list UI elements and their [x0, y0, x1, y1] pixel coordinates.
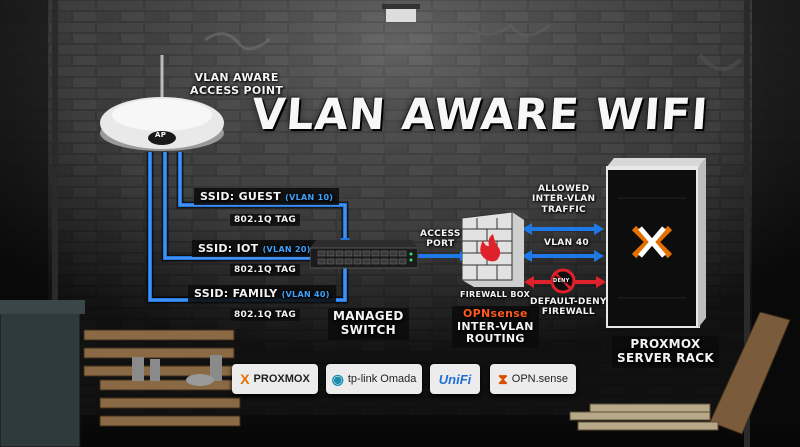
- managed-switch-label: MANAGED SWITCH: [328, 308, 409, 340]
- wood-planks: [569, 312, 791, 435]
- tplink-logo-icon: ◉: [331, 370, 344, 387]
- allowed-traffic-line2: INTER-VLAN: [532, 194, 596, 205]
- firewall-routing-label: OPNsense INTER-VLAN ROUTING: [452, 306, 539, 348]
- alley-props: [0, 300, 241, 447]
- logo-tplink-omada: ◉ tp-link Omada: [326, 364, 422, 394]
- managed-switch-label-line1: MANAGED: [333, 309, 404, 323]
- managed-switch-icon: [310, 240, 418, 269]
- managed-switch-label-line2: SWITCH: [340, 322, 396, 337]
- access-point-icon: [100, 55, 224, 151]
- ssid-guest-tag: 802.1Q TAG: [230, 214, 301, 226]
- proxmox-logo-icon: X: [240, 371, 250, 387]
- access-point-label-line1: VLAN AWARE: [194, 71, 279, 84]
- server-rack-label-line1: PROXMOX: [630, 337, 701, 351]
- logo-opnsense: ⧗ OPN.sense: [490, 364, 576, 394]
- access-point-label: VLAN AWARE ACCESS POINT: [190, 71, 284, 97]
- deny-icon: [550, 268, 576, 294]
- server-rack-icon: [606, 158, 706, 328]
- server-rack-label: PROXMOX SERVER RACK: [612, 336, 719, 368]
- ssid-family-tag: 802.1Q TAG: [230, 309, 301, 321]
- ssid-iot-tag: 802.1Q TAG: [230, 264, 301, 276]
- unifi-logo-text: UniFi: [438, 371, 472, 387]
- allowed-traffic-line1: ALLOWED: [537, 184, 590, 194]
- deny-icon-label: DENY: [553, 278, 570, 284]
- access-port-label: ACCESS PORT: [420, 229, 461, 250]
- firewall-routing-line2: INTER-VLAN: [457, 319, 534, 333]
- vlan-trunk-lines: [148, 152, 462, 302]
- ssid-guest-vlan: (VLAN 10): [285, 193, 334, 202]
- allowed-traffic-label: ALLOWED INTER-VLAN TRAFFIC: [532, 184, 595, 215]
- default-deny-line2: FIREWALL: [541, 307, 595, 318]
- proxmox-x-icon: [631, 225, 673, 259]
- proxmox-logo-text: PROXMOX: [253, 373, 310, 385]
- access-point-badge: AP: [155, 131, 167, 139]
- default-deny-label: DEFAULT-DENY FIREWALL: [530, 297, 607, 318]
- fire-icon: [480, 234, 501, 262]
- page-title: VLAN AWARE WIFI: [250, 90, 711, 140]
- ssid-guest-name: SSID: GUEST: [200, 190, 282, 203]
- vlan40-label: VLAN 40: [544, 238, 589, 248]
- firewall-box-label: FIREWALL BOX: [460, 290, 531, 299]
- access-port-line1: ACCESS: [420, 229, 461, 239]
- default-deny-line1: DEFAULT-DENY: [530, 297, 607, 307]
- logo-proxmox: X PROXMOX: [232, 364, 318, 394]
- tplink-logo-text: tp-link Omada: [347, 373, 417, 385]
- opnsense-logo-icon: ⧗: [497, 370, 508, 387]
- firewall-routing-line3: ROUTING: [466, 332, 525, 346]
- ssid-family-label: SSID: FAMILY (VLAN 40): [188, 285, 336, 302]
- ssid-iot-name: SSID: IOT: [198, 242, 259, 255]
- allowed-traffic-arrow: [528, 227, 598, 258]
- firewall-icon: [462, 212, 524, 287]
- opnsense-logo-text: OPN.sense: [511, 373, 569, 385]
- opnsense-brand: OPNsense: [462, 307, 528, 320]
- logo-unifi: UniFi: [430, 364, 480, 394]
- ssid-iot-label: SSID: IOT (VLAN 20): [192, 240, 317, 257]
- allowed-traffic-line3: TRAFFIC: [541, 204, 586, 215]
- wall-lamp: [386, 8, 416, 22]
- ssid-family-vlan: (VLAN 40): [281, 290, 330, 299]
- server-rack-label-line2: SERVER RACK: [617, 350, 714, 365]
- access-point-label-line2: ACCESS POINT: [190, 83, 284, 97]
- ssid-guest-label: SSID: GUEST (VLAN 10): [194, 188, 340, 205]
- ssid-iot-vlan: (VLAN 20): [262, 245, 311, 254]
- access-port-line2: PORT: [426, 239, 455, 250]
- ssid-family-name: SSID: FAMILY: [194, 287, 278, 300]
